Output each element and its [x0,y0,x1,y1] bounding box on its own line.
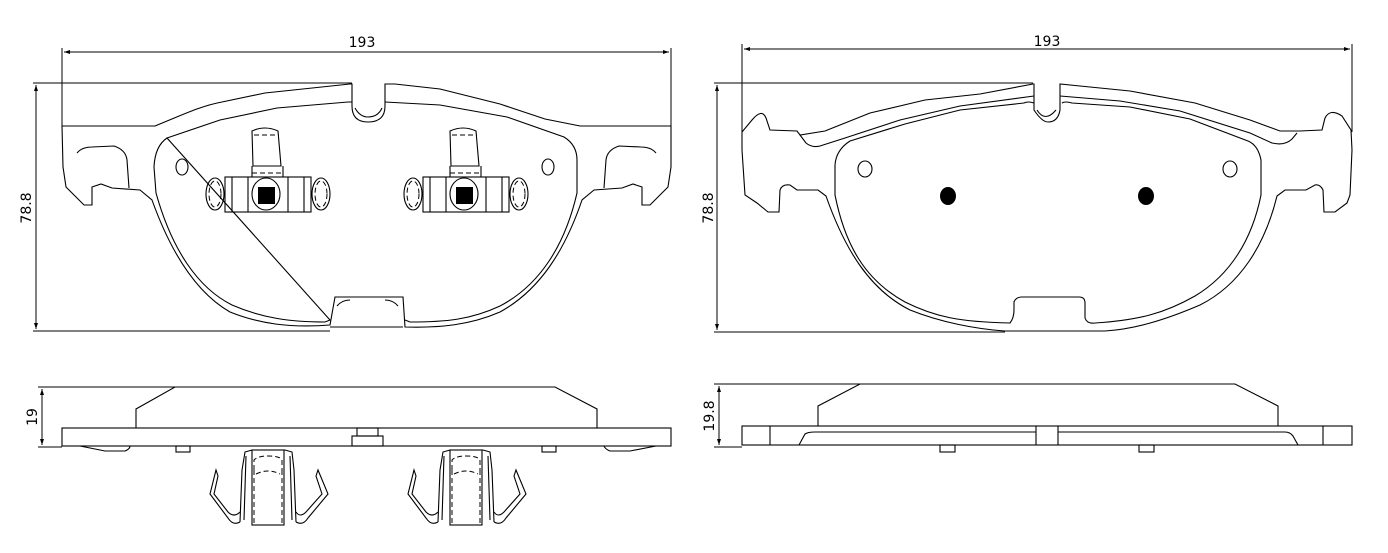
sensor-clip [403,127,529,213]
left-thickness-dimension: 19 [25,408,41,426]
right-width-dimension: 193 [1034,34,1061,50]
spring-clip [209,449,329,526]
left-width-dimension: 193 [349,35,376,51]
left-pad-top-view [33,48,672,332]
hole [541,158,555,176]
wear-indicator-dot [940,187,956,205]
wear-indicator-dot [1138,187,1154,205]
spring-clip [407,449,527,526]
right-thickness-dimension: 19.8 [702,400,718,431]
left-pad-side-view [38,386,672,526]
right-pad-top-view [714,44,1353,333]
sensor-clip [205,127,331,213]
right-height-dimension: 78.8 [701,192,717,223]
left-height-dimension: 78.8 [19,192,35,223]
hole [175,158,189,176]
right-pad-side-view [714,383,1353,453]
